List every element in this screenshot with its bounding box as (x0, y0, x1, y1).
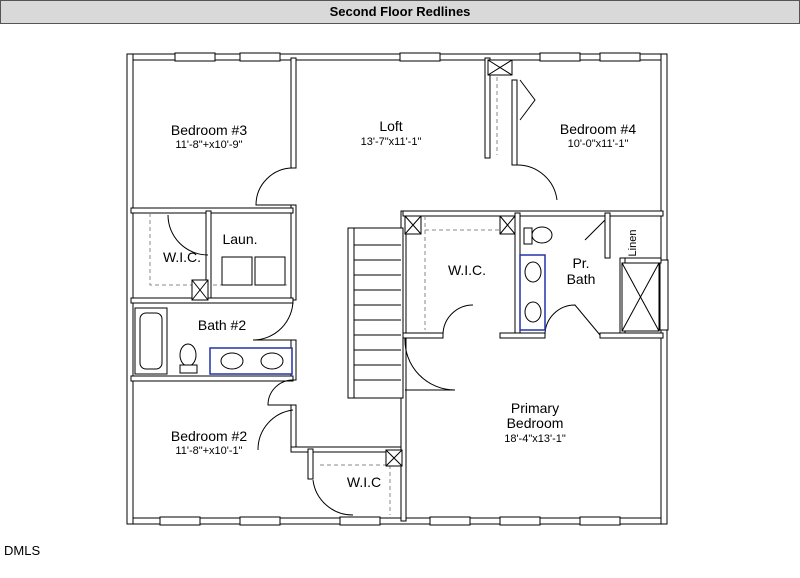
bedroom3-label: Bedroom #3 (171, 122, 247, 138)
wic-bed2-label: W.I.C (347, 474, 381, 490)
loft-label: Loft (379, 118, 402, 134)
bedroom2-label: Bedroom #2 (171, 428, 247, 444)
closet-shelving (149, 59, 516, 515)
washer (221, 256, 253, 286)
wic-primary-label: W.I.C. (448, 262, 486, 278)
staircase (347, 227, 404, 399)
bedroom4-size: 10'-0"x11'-1" (568, 138, 629, 150)
toilet (179, 343, 197, 367)
primary-label-2: Bedroom (507, 415, 564, 431)
dryer (254, 256, 286, 286)
pr-bath-label-2: Bath (567, 271, 596, 287)
laundry-label: Laun. (222, 231, 257, 247)
primary-toilet (531, 226, 553, 244)
fixtures (134, 226, 660, 375)
pr-bath-label-1: Pr. (572, 255, 589, 271)
doors (167, 79, 606, 516)
primary-label-1: Primary (511, 400, 559, 416)
primary-size: 18'-4"x13'-1" (504, 433, 566, 445)
bedroom4-label: Bedroom #4 (560, 121, 636, 137)
page-title: Second Floor Redlines (0, 0, 800, 24)
bedroom3-size: 11'-8"+x10'-9" (175, 139, 242, 151)
loft-size: 13'-7"x11'-1" (361, 136, 422, 148)
watermark: DMLS (4, 543, 41, 558)
linen-label: Linen (627, 230, 639, 257)
exterior-walls (126, 52, 669, 526)
room-labels: Bedroom #3 11'-8"+x10'-9" Loft 13'-7"x11… (163, 118, 639, 490)
bedroom2-size: 11'-8"+x10'-1" (175, 445, 242, 457)
bath2-label: Bath #2 (198, 317, 246, 333)
wic-left-label: W.I.C. (163, 249, 201, 265)
